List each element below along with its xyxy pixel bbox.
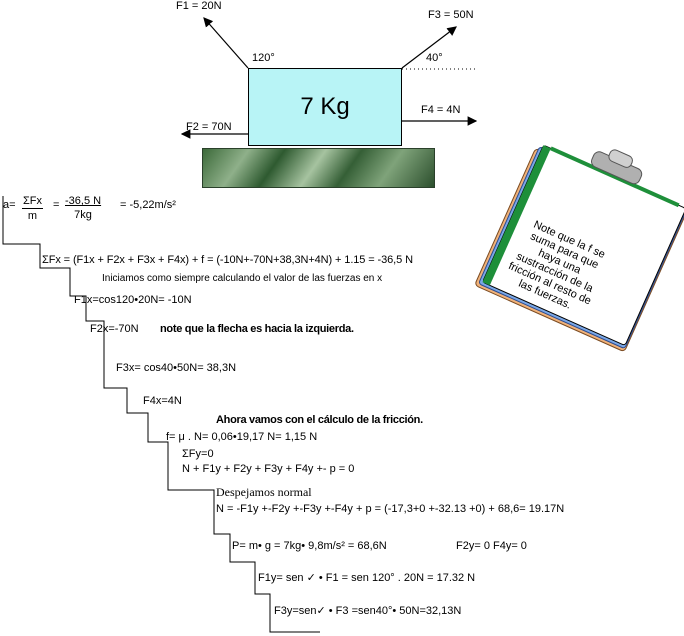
value-numerator: -36,5 N — [65, 195, 102, 207]
angle3-label: 40° — [426, 52, 443, 64]
step-f3y: F3y=sen✓ • F3 =sen40°• 50N=32,13N — [274, 605, 462, 617]
staircase-line — [2, 196, 320, 633]
f3-label: F3 = 50N — [428, 9, 474, 21]
step-sum-fy: ΣFy=0 — [182, 448, 214, 460]
step-f2x-note: note que la flecha es hacia la izquierda… — [160, 323, 354, 335]
f4-label: F4 = 4N — [421, 104, 461, 116]
ground-surface — [202, 148, 435, 188]
sum-denominator: m — [27, 210, 38, 222]
step-f3x: F3x= cos40•50N= 38,3N — [116, 362, 237, 374]
step-f4x: F4x=4N — [143, 395, 182, 407]
step-f2y-f4y: F2y= 0 F4y= 0 — [456, 540, 527, 552]
block-mass-label: 7 Kg — [300, 93, 350, 120]
step-f2x: F2x=-70N — [90, 323, 139, 335]
f2-label: F2 = 70N — [186, 121, 232, 133]
block-mass: 7 Kg — [248, 68, 402, 146]
sum-fraction: ΣFx m — [22, 195, 44, 223]
accel-result: = -5,22m/s² — [120, 199, 176, 211]
step-f1x: F1x=cos120•20N= -10N — [74, 294, 192, 306]
accel-label: a= — [3, 199, 16, 211]
sum-numerator: ΣFx — [22, 195, 44, 209]
value-fraction: -36,5 N 7kg — [64, 195, 102, 222]
step-f1y: F1y= sen ✓ • F1 = sen 120° . 20N = 17.32… — [258, 572, 476, 584]
step-normal: N = -F1y +-F2y +-F3y +-F4y + p = (-17,3+… — [216, 503, 565, 515]
step-friction: f= μ . N= 0,06•19,17 N= 1,15 N — [166, 431, 318, 443]
step-sum-fx: ΣFx = (F1x + F2x + F3x + F4x) + f = (-10… — [42, 254, 413, 266]
step-weight: P= m• g = 7kg• 9,8m/s² = 68,6N — [232, 540, 387, 552]
step-friction-note: Ahora vamos con el cálculo de la fricció… — [216, 414, 423, 426]
step-sum-fx-note: Iniciamos como siempre calculando el val… — [102, 273, 383, 284]
f1-label: F1 = 20N — [176, 0, 222, 12]
force-arrow-f3 — [401, 26, 457, 69]
value-denominator: 7kg — [74, 209, 92, 221]
step-normal-note: Despejamos normal — [216, 485, 312, 499]
equals-sign: = — [53, 199, 60, 211]
step-fy-equation: N + F1y + F2y + F3y + F4y +- p = 0 — [182, 463, 355, 475]
force-arrow-f1 — [203, 17, 249, 69]
angle1-label: 120° — [252, 52, 275, 64]
